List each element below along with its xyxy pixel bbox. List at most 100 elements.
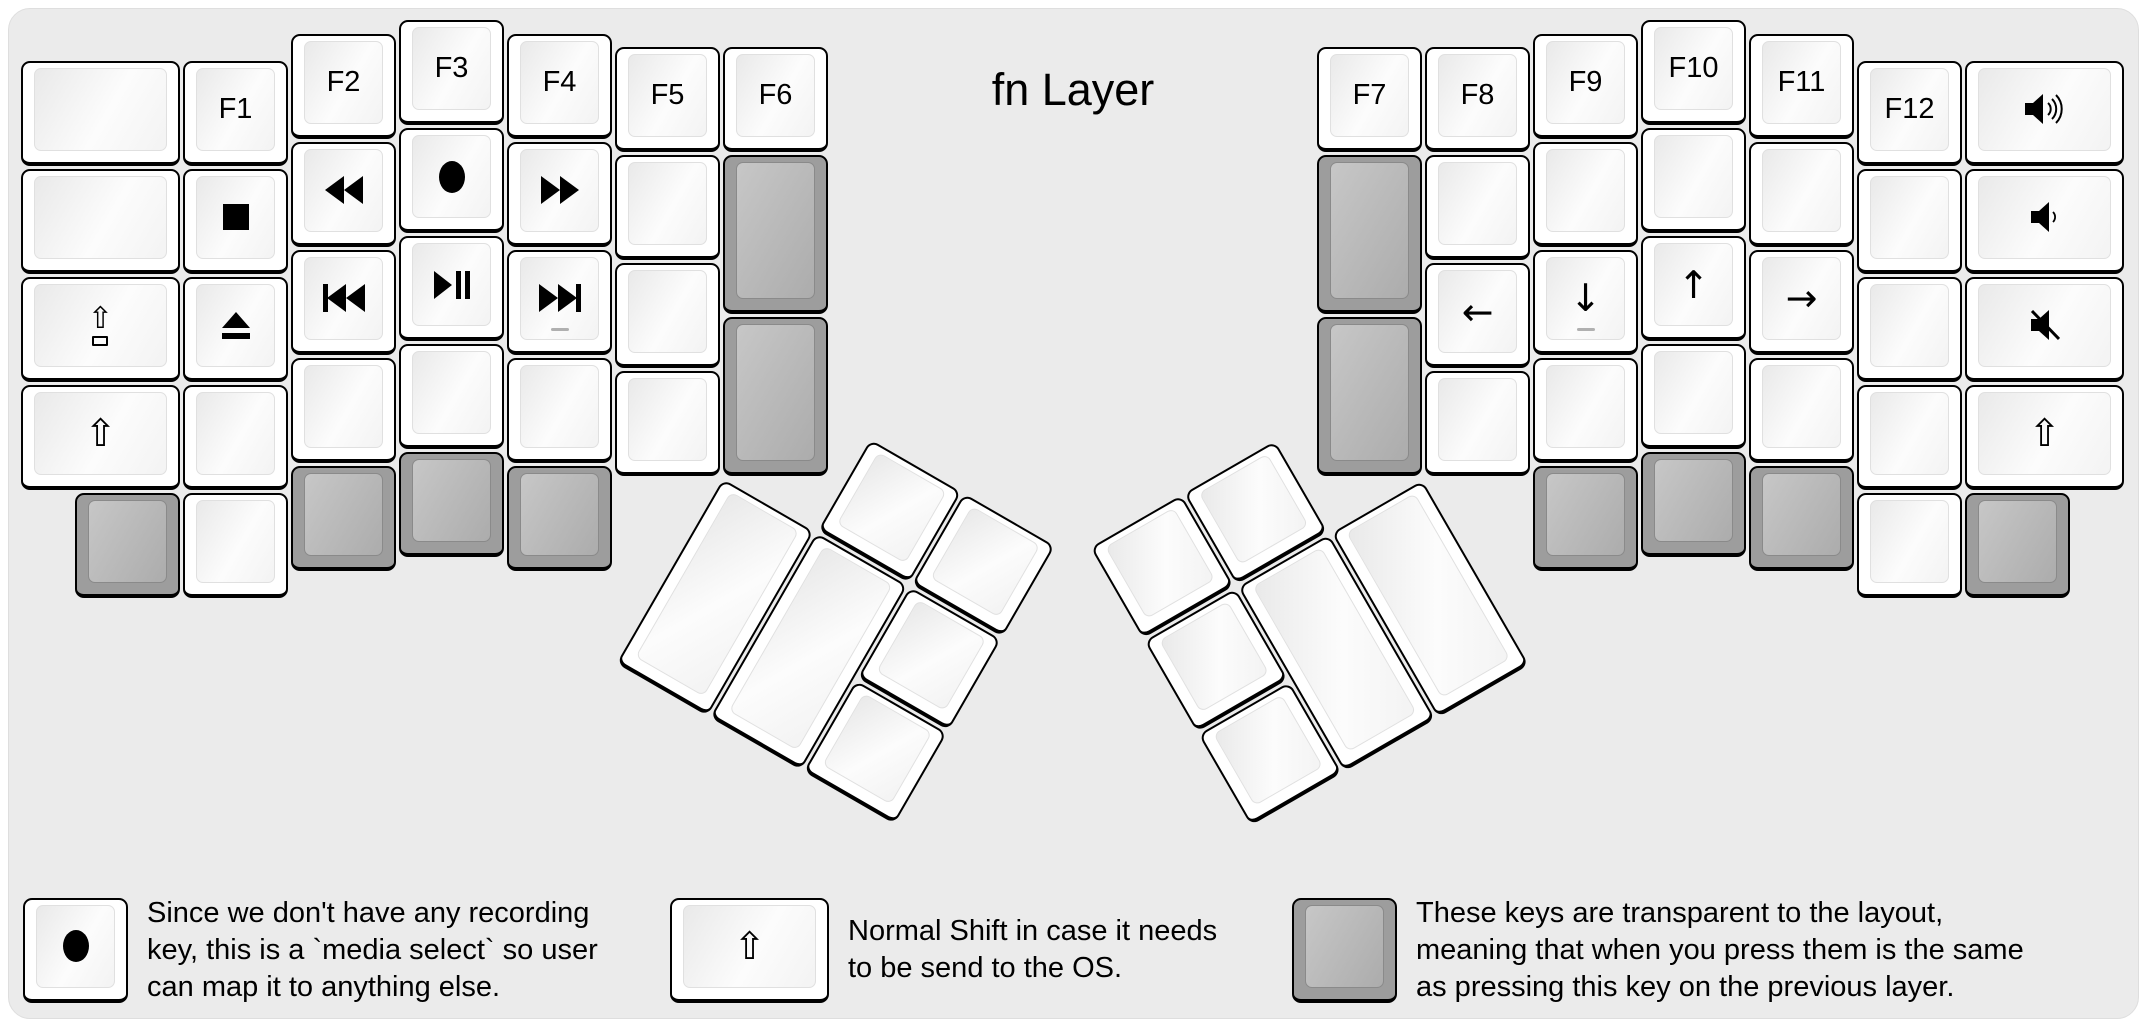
- key-blank-right-r4c16[interactable]: [1749, 357, 1854, 463]
- key-transparent-left-inner-bottom[interactable]: [723, 317, 828, 476]
- key-blank-left-r4c5[interactable]: [615, 371, 720, 476]
- keytop: [304, 256, 383, 340]
- key-f3[interactable]: F3: [399, 20, 504, 125]
- key-blank-right-r2c16[interactable]: [1749, 141, 1854, 247]
- arrow-left-icon: ←: [1461, 289, 1494, 334]
- key-f11[interactable]: F11: [1749, 33, 1854, 139]
- keytop: [1762, 148, 1841, 232]
- key-blank-right-r4c15[interactable]: [1641, 344, 1746, 449]
- key-blank-right-r2c13[interactable]: [1425, 155, 1530, 260]
- key-blank-right-r4c14[interactable]: [1533, 357, 1638, 463]
- key-volume-down[interactable]: [1965, 168, 2124, 274]
- key-blank-right-r3c17[interactable]: [1857, 276, 1962, 382]
- key-blank-left-r4c1[interactable]: [183, 384, 288, 490]
- key-arrow-left[interactable]: ←: [1425, 263, 1530, 368]
- key-blank-left-r4c2[interactable]: [291, 357, 396, 463]
- key-blank-left-r4c4[interactable]: [507, 357, 612, 463]
- key-blank-right-r2c15[interactable]: [1641, 128, 1746, 233]
- key-eject[interactable]: [183, 276, 288, 382]
- stop-icon: [222, 204, 249, 230]
- key-f4[interactable]: F4: [507, 33, 612, 139]
- key-prev-track[interactable]: [291, 249, 396, 355]
- key-f5[interactable]: F5: [615, 47, 720, 152]
- legend-text-record: Since we don't have any recording key, t…: [147, 895, 598, 1006]
- key-caps-shift[interactable]: ⇧: [21, 276, 180, 382]
- keytop: F8: [1438, 54, 1517, 137]
- key-f12[interactable]: F12: [1857, 60, 1962, 166]
- key-rewind[interactable]: [291, 141, 396, 247]
- key-mute[interactable]: [1965, 276, 2124, 382]
- key-transparent-left-inner-top[interactable]: [723, 155, 828, 314]
- legend-line: Normal Shift in case it needs: [848, 915, 1218, 947]
- key-volume-up[interactable]: [1965, 60, 2124, 166]
- legend-line: can map it to anything else.: [147, 970, 501, 1003]
- key-blank-right-b17[interactable]: [1857, 492, 1962, 598]
- keytop: F11: [1762, 40, 1841, 124]
- key-legend-transparent-example: [1292, 897, 1397, 1003]
- key-blank-right-r4c13[interactable]: [1425, 371, 1530, 476]
- key-blank-left-r1c0[interactable]: [21, 60, 180, 166]
- key-label: F9: [1568, 65, 1603, 98]
- key-f7[interactable]: F7: [1317, 47, 1422, 152]
- keytop: [1198, 453, 1309, 565]
- keytop: [412, 243, 491, 326]
- key-f1[interactable]: F1: [183, 60, 288, 166]
- keytop: ←: [1438, 270, 1517, 353]
- key-transparent-right-inner-bottom[interactable]: [1317, 317, 1422, 476]
- keytop: [1762, 364, 1841, 448]
- key-blank-left-r3c5[interactable]: [615, 263, 720, 368]
- key-blank-right-r2c14[interactable]: [1533, 141, 1638, 247]
- key-transparent-left-b4[interactable]: [507, 465, 612, 571]
- key-f6[interactable]: F6: [723, 47, 828, 152]
- key-blank-left-r4c3[interactable]: [399, 344, 504, 449]
- keytop: [628, 270, 707, 353]
- keytop: F1: [196, 67, 275, 151]
- key-transparent-left-b2[interactable]: [291, 465, 396, 571]
- key-next-track[interactable]: [507, 249, 612, 355]
- keytop: ↑: [1654, 243, 1733, 326]
- key-transparent-right-inner-top[interactable]: [1317, 155, 1422, 314]
- next-track-icon: [538, 284, 581, 312]
- key-transparent-right-b14[interactable]: [1533, 465, 1638, 571]
- key-shift-left[interactable]: ⇧: [21, 384, 180, 490]
- key-f2[interactable]: F2: [291, 33, 396, 139]
- key-transparent-left-b0[interactable]: [75, 492, 180, 598]
- key-stop[interactable]: [183, 168, 288, 274]
- key-transparent-right-b18[interactable]: [1965, 492, 2070, 598]
- key-shift-right[interactable]: ⇧: [1965, 384, 2124, 490]
- key-arrow-up[interactable]: ↑: [1641, 236, 1746, 341]
- key-fast-forward[interactable]: [507, 141, 612, 247]
- keytop: ⇧: [1978, 391, 2111, 475]
- key-blank-right-r4c17[interactable]: [1857, 384, 1962, 490]
- key-blank-right-r2c17[interactable]: [1857, 168, 1962, 274]
- key-f10[interactable]: F10: [1641, 20, 1746, 125]
- record-icon: [438, 160, 466, 194]
- legend-line: meaning that when you press them is the …: [1416, 933, 2024, 966]
- legend-line: Since we don't have any recording: [147, 896, 590, 929]
- key-f9[interactable]: F9: [1533, 33, 1638, 139]
- key-f8[interactable]: F8: [1425, 47, 1530, 152]
- keytop: [1654, 459, 1733, 542]
- legend-item-transparent: These keys are transparent to the layout…: [1292, 897, 2024, 1003]
- play-pause-icon: [433, 270, 470, 299]
- key-transparent-right-b16[interactable]: [1749, 465, 1854, 571]
- key-arrow-down[interactable]: ↓: [1533, 249, 1638, 355]
- key-play-pause[interactable]: [399, 236, 504, 341]
- keytop: [1870, 175, 1949, 259]
- keytop: [1105, 507, 1216, 619]
- key-arrow-right[interactable]: →: [1749, 249, 1854, 355]
- key-blank-left-r2c5[interactable]: [615, 155, 720, 260]
- key-blank-left-b1[interactable]: [183, 492, 288, 598]
- keytop: [1870, 283, 1949, 367]
- key-label: F6: [758, 79, 793, 111]
- key-record[interactable]: [399, 128, 504, 233]
- keytop: [930, 506, 1041, 618]
- keytop: F4: [520, 40, 599, 124]
- key-transparent-right-b15[interactable]: [1641, 452, 1746, 557]
- key-transparent-left-b3[interactable]: [399, 452, 504, 557]
- keytop: F6: [736, 54, 815, 137]
- key-label: F2: [326, 65, 361, 98]
- key-blank-left-r2c0[interactable]: [21, 168, 180, 274]
- keytop: [1762, 472, 1841, 556]
- arrow-down-icon: ↓: [1569, 276, 1602, 320]
